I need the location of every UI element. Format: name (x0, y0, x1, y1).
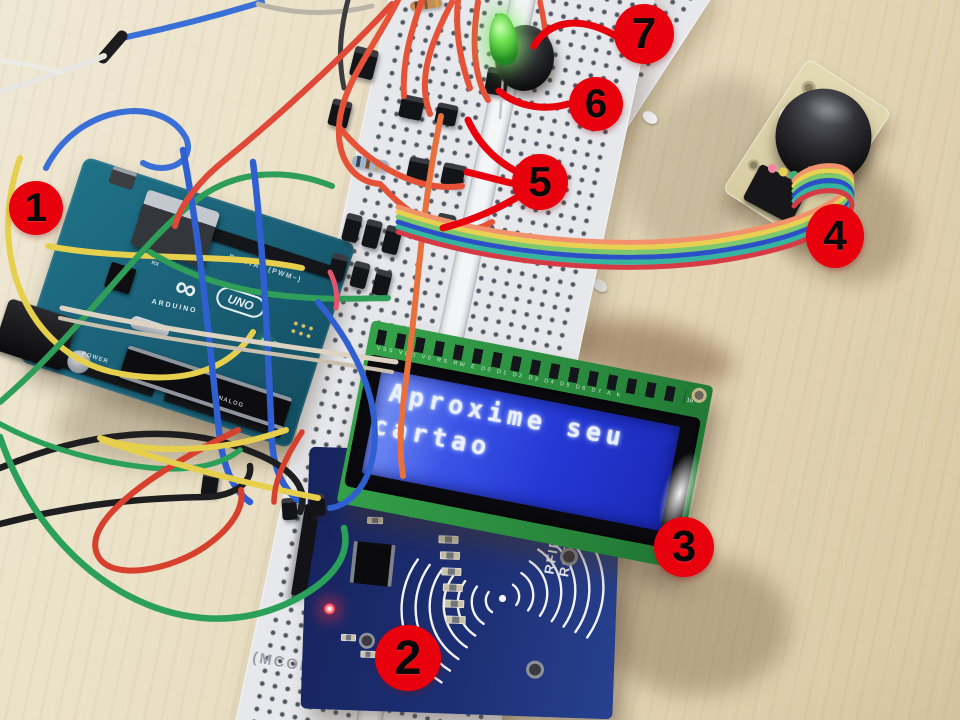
ribbon-wire-red (395, 188, 855, 270)
callout-number: 6 (584, 81, 608, 126)
ribbon-wire-green (395, 173, 855, 255)
ribbon-wire-teal (395, 183, 855, 265)
callout-1-arduino: 1 (9, 181, 63, 235)
wire-red (337, 125, 465, 190)
wire-gray (255, 1, 375, 15)
pointer-line-5a (464, 116, 518, 174)
callout-4-buzzer: 4 (806, 204, 864, 268)
wire-red (421, 0, 455, 117)
wire-white (0, 57, 65, 75)
wire-red (92, 427, 245, 574)
pointer-line-7 (530, 19, 620, 50)
pointer-line-5b (463, 168, 515, 187)
callout-number: 7 (631, 9, 657, 58)
wire-blue (119, 0, 265, 41)
wire-yellow (99, 437, 321, 501)
callout-2-rfid: 2 (375, 625, 441, 691)
wire-green (0, 421, 243, 472)
callout-6-potentiometer: 6 (569, 77, 623, 131)
wire-orange-to-lcd (397, 113, 444, 479)
wire-red (172, 1, 395, 229)
wire-pink (327, 269, 340, 311)
shadow-under-rfid (600, 555, 790, 695)
callout-3-lcd: 3 (654, 517, 714, 577)
wire-yellow (45, 243, 305, 271)
callout-number: 3 (671, 522, 697, 571)
wire-red (271, 429, 305, 505)
wire-yellow (5, 155, 256, 381)
callout-5-buttons: 5 (512, 154, 568, 210)
pointer-line-5c (439, 194, 520, 232)
ribbon-wire-blue (395, 178, 855, 260)
callout-number: 5 (528, 158, 552, 205)
pointer-line-6 (495, 87, 572, 111)
callout-number: 1 (24, 185, 48, 230)
wire-red (454, 0, 473, 91)
ribbon-cable (395, 163, 855, 270)
wire-blue (43, 108, 191, 171)
wire-blue (249, 158, 302, 504)
wire-beige (58, 316, 394, 374)
callout-number: 4 (823, 212, 847, 259)
ribbon-wire-yellow (395, 168, 855, 250)
ribbon-wire-salmon (395, 163, 855, 245)
wire-green (0, 433, 349, 622)
wire-red (471, 0, 491, 103)
wire-red (400, 0, 425, 99)
callout-number: 2 (394, 631, 422, 685)
wire-white (0, 53, 107, 95)
callout-7-led: 7 (614, 4, 674, 64)
wire-blue (315, 299, 378, 511)
wire-green (147, 249, 391, 302)
wire-dark-gray (338, 0, 351, 91)
